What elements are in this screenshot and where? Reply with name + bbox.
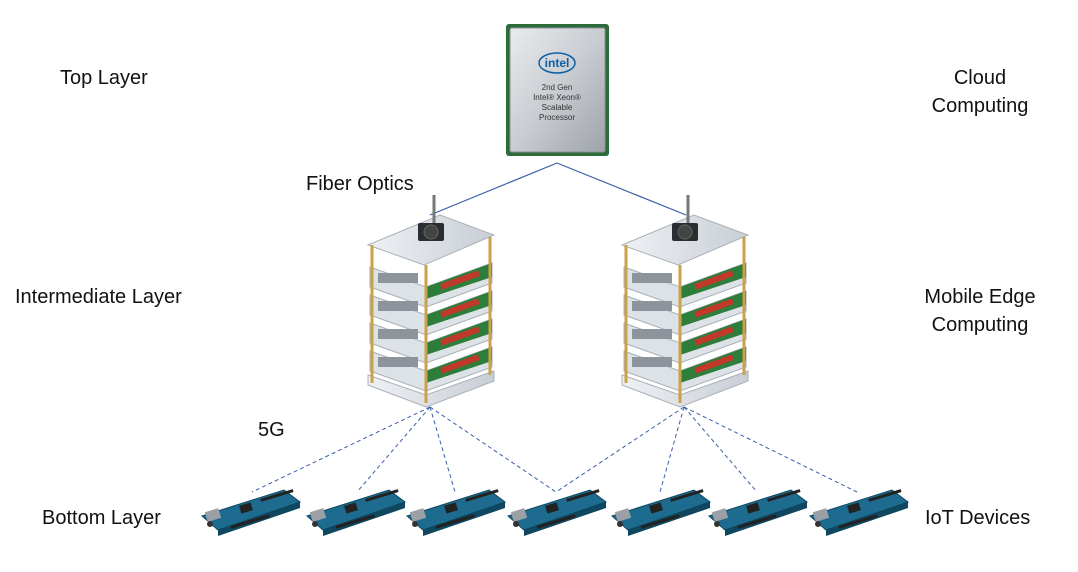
fiber-optics-label: Fiber Optics: [306, 173, 414, 195]
5g-links: [251, 406, 858, 493]
iot-devices-label: IoT Devices: [925, 507, 1031, 529]
mobile-edge-computing-line2: Computing: [931, 314, 1029, 336]
chip-brand: intel: [545, 56, 570, 70]
chip-line3: Scalable: [542, 103, 573, 112]
fiber-optic-links: [429, 162, 687, 216]
iot-device-image: [708, 488, 808, 537]
5g-link: [555, 406, 685, 493]
chip-line2: Intel® Xeon®: [533, 93, 581, 102]
5g-link: [683, 406, 758, 493]
cloud-computing-line2: Computing: [931, 95, 1029, 117]
5g-label: 5G: [258, 419, 285, 441]
iot-device-image: [507, 488, 607, 537]
bottom-layer-label: Bottom Layer: [42, 507, 161, 529]
cloud-computing-line1: Cloud: [953, 67, 1007, 89]
mobile-edge-computing-line1: Mobile Edge: [924, 286, 1036, 308]
cloud-computing-label: Cloud Computing: [920, 64, 1040, 120]
5g-link: [429, 406, 557, 493]
edge-cluster-left-image: [366, 193, 496, 409]
top-layer-label: Top Layer: [60, 67, 148, 89]
edge-cluster-right-image: [620, 193, 750, 409]
intermediate-layer-label: Intermediate Layer: [15, 286, 182, 308]
chip-line1: 2nd Gen: [542, 83, 573, 92]
5g-link: [659, 406, 685, 493]
5g-link: [251, 406, 431, 493]
chip-line4: Processor: [539, 113, 575, 122]
mobile-edge-computing-label: Mobile Edge Computing: [910, 283, 1050, 339]
fiber-link-left: [429, 162, 558, 216]
iot-device-image: [611, 488, 711, 537]
5g-link: [356, 406, 431, 493]
iot-device-image: [809, 488, 909, 537]
iot-device-image: [306, 488, 406, 537]
iot-device-image: [201, 488, 301, 537]
iot-device-image: [406, 488, 506, 537]
xeon-processor-image: intel 2nd Gen Intel® Xeon® Scalable Proc…: [506, 24, 609, 156]
fiber-link-right: [556, 162, 687, 216]
5g-link: [429, 406, 456, 493]
5g-link: [683, 406, 858, 493]
